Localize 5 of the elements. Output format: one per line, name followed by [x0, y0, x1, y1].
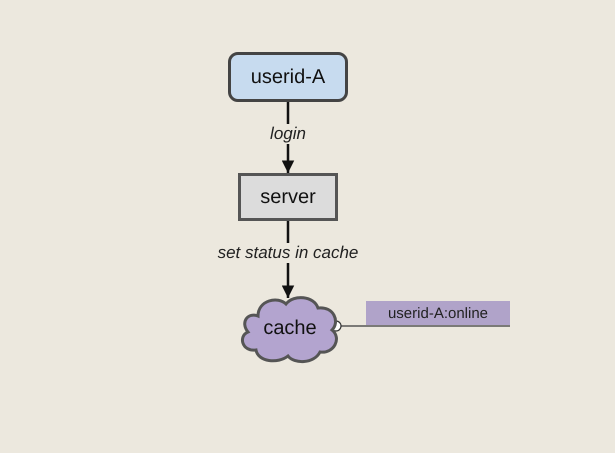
edge-label: login: [268, 124, 308, 144]
edge-label: set status in cache: [216, 242, 360, 262]
server-box: server: [238, 173, 338, 221]
note-box: userid-A:online: [366, 301, 510, 325]
user-box: userid-A: [228, 52, 348, 102]
